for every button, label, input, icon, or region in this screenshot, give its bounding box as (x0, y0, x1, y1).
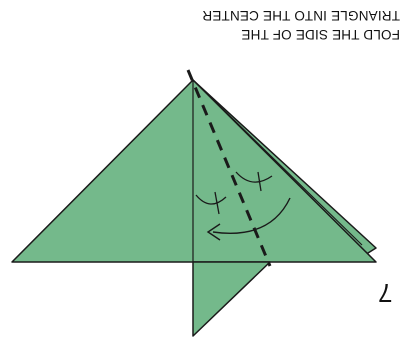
fold-direction-arrow (212, 197, 291, 234)
arrow-head-icon (206, 223, 221, 241)
instruction-line-1: FOLD THE SIDE OF THE (241, 27, 400, 42)
main-triangle (11, 79, 377, 263)
valley-fold-line (186, 69, 272, 267)
step-number: 7 (378, 278, 393, 308)
instruction-line-2: TRIANGLE INTO THE CENTER (202, 8, 400, 23)
angle-mark-left (195, 194, 227, 205)
inner-fold-edge (192, 79, 363, 246)
instruction-caption: FOLD THE SIDE OF THE TRIANGLE INTO THE C… (140, 6, 400, 44)
lower-flap (192, 261, 271, 337)
angle-mark-right (235, 171, 273, 183)
angle-tick-right (257, 171, 262, 192)
angle-tick-left (214, 191, 220, 215)
